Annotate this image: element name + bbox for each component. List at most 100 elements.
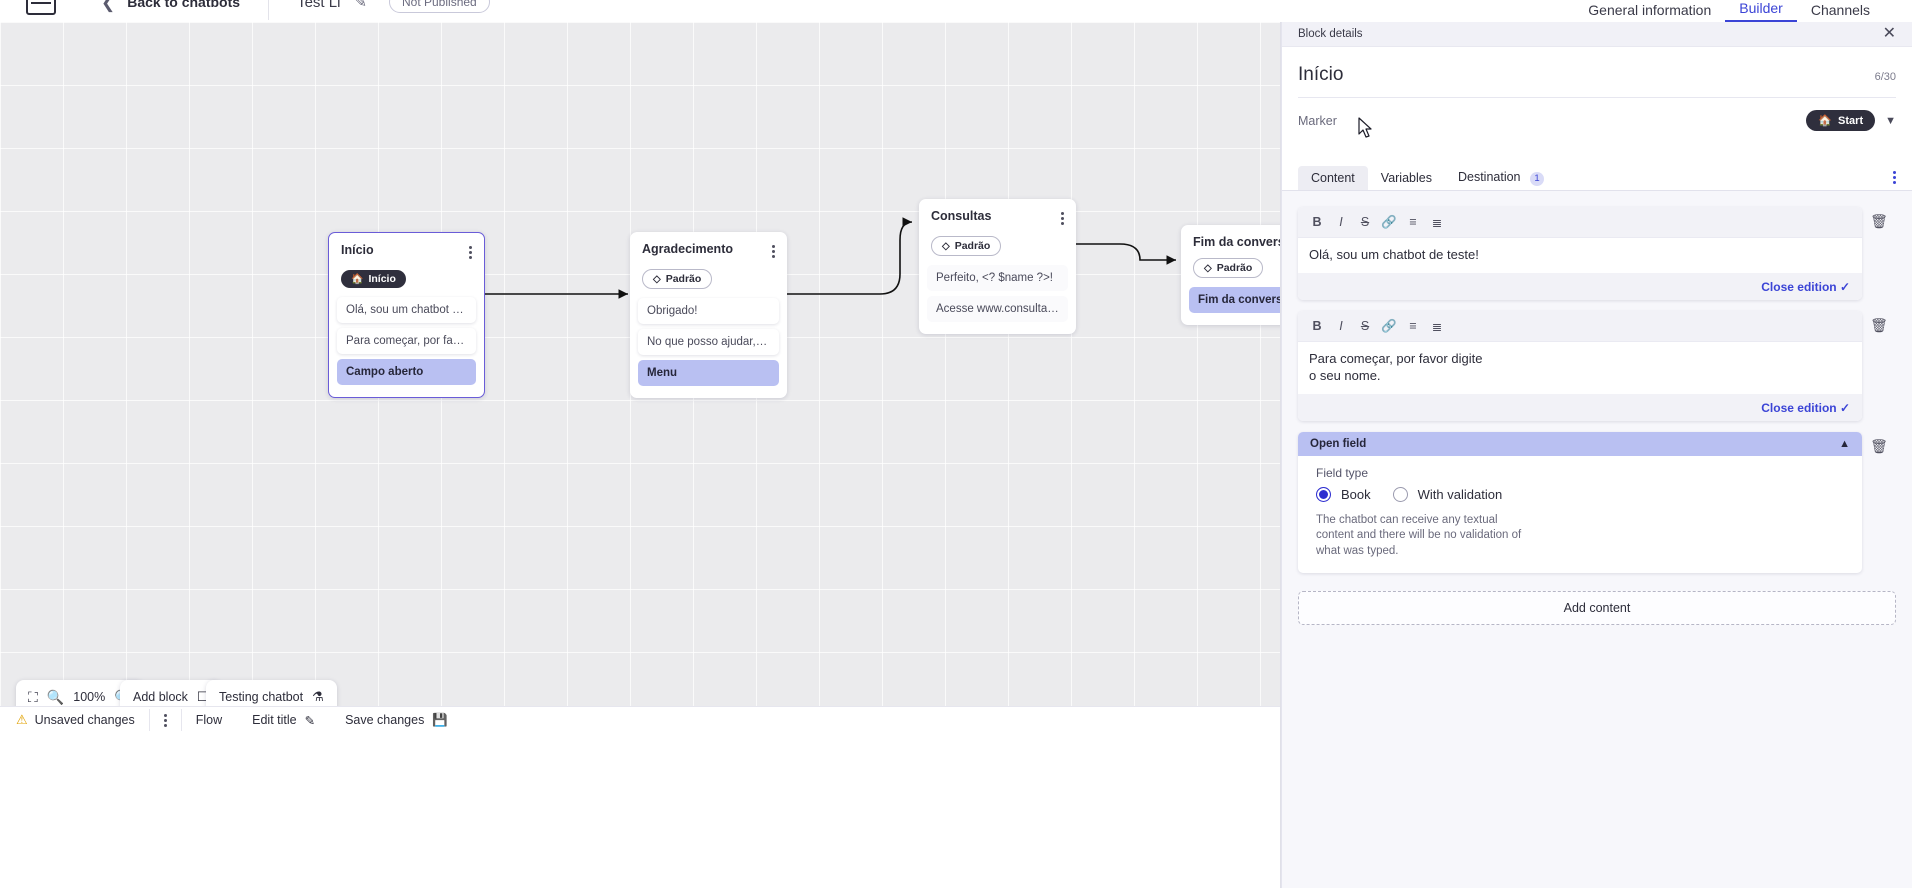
add-block-button[interactable]: Add block ☐ — [120, 680, 222, 706]
block-title: Fim da conversa — [1193, 235, 1281, 249]
add-content-label: Add content — [1563, 601, 1631, 616]
radio-with-validation-label: With validation — [1417, 486, 1503, 502]
pencil-icon[interactable]: ✎ — [304, 713, 316, 728]
top-bar: ❮ Back to chatbots Test Li ✎ Not Publish… — [0, 0, 1912, 22]
zoom-out-icon[interactable]: 🔍 — [46, 688, 65, 705]
block-tag-label: Início — [368, 273, 396, 285]
field-type-radio-group: Book With validation — [1316, 486, 1850, 502]
block-row[interactable]: Para começar, por favor digite o ... — [337, 328, 476, 354]
footer-save-changes-item[interactable]: Save changes 💾 — [345, 713, 448, 728]
add-block-icon: ☐ — [196, 689, 209, 704]
panel-tabs: Content Variables Destination 1 — [1282, 165, 1912, 191]
close-edition-link[interactable]: Close edition ✓ — [1761, 280, 1850, 295]
numbered-list-icon[interactable]: ≣ — [1431, 215, 1443, 230]
content-card: B I S 🔗 ≡ ≣ Para começar, por favor digi… — [1298, 311, 1896, 421]
block-menu-icon[interactable] — [772, 242, 775, 260]
more-vertical-icon[interactable] — [1893, 169, 1896, 186]
block-menu-icon[interactable] — [1061, 209, 1064, 227]
flow-block-consultas[interactable]: Consultas ◇ Padrão Perfeito, <? $name ?>… — [919, 199, 1076, 334]
block-header: Início — [329, 243, 484, 261]
more-vertical-icon[interactable] — [163, 712, 167, 729]
tab-variables-label: Variables — [1380, 170, 1432, 185]
italic-icon[interactable]: I — [1339, 319, 1343, 334]
block-row[interactable]: Fim da conversa — [1189, 287, 1281, 313]
flask-icon: ⚗ — [312, 689, 324, 704]
bullet-list-icon[interactable]: ≡ — [1409, 215, 1417, 229]
panel-header-label: Block details — [1298, 28, 1363, 40]
tag-icon: ◇ — [653, 273, 661, 285]
editor-text[interactable]: Olá, sou um chatbot de teste! — [1309, 247, 1479, 262]
link-icon[interactable]: 🔗 — [1381, 214, 1397, 229]
block-row[interactable]: No que posso ajudar, <? $name ... — [638, 329, 779, 355]
open-field-header[interactable]: Open field ▲ — [1298, 431, 1862, 456]
editor-footer: Close edition ✓ — [1298, 393, 1862, 421]
close-edition-link[interactable]: Close edition ✓ — [1761, 400, 1850, 415]
tab-variables[interactable]: Variables — [1368, 166, 1445, 190]
chevron-up-icon[interactable]: ▲ — [1839, 437, 1850, 450]
tab-content-label: Content — [1311, 170, 1355, 185]
trash-icon[interactable]: 🗑 — [1870, 437, 1888, 454]
block-title: Agradecimento — [642, 242, 733, 256]
close-icon[interactable]: ✕ — [1882, 25, 1896, 42]
block-tag-badge: ◇ Padrão — [931, 236, 1002, 256]
save-changes-label: Save changes — [345, 713, 425, 727]
open-field-description: The chatbot can receive any textual cont… — [1316, 513, 1522, 557]
block-row[interactable]: Obrigado! — [638, 298, 779, 324]
panel-content-scroll[interactable]: B I S 🔗 ≡ ≣ Olá, sou um chatbot de teste… — [1282, 191, 1912, 888]
bullet-list-icon[interactable]: ≡ — [1409, 319, 1417, 334]
editor-toolbar: B I S 🔗 ≡ ≣ — [1298, 311, 1862, 343]
flow-canvas[interactable]: Início 🏠 Início Olá, sou um chatbot de t… — [0, 22, 1281, 706]
open-field-card: Open field ▲ Field type Book With valida… — [1298, 431, 1896, 574]
flow-block-agradecimento[interactable]: Agradecimento ◇ Padrão Obrigado! No que … — [630, 232, 787, 398]
radio-book[interactable] — [1316, 486, 1331, 502]
back-to-chatbots-link[interactable]: Back to chatbots — [127, 0, 241, 10]
block-row[interactable]: Menu — [638, 360, 779, 386]
marker-value-pill[interactable]: 🏠 Start — [1806, 110, 1876, 131]
strikethrough-icon[interactable]: S — [1360, 319, 1370, 334]
unsaved-changes-status: ⚠ Unsaved changes — [16, 712, 135, 728]
strikethrough-icon[interactable]: S — [1360, 215, 1370, 229]
tab-builder[interactable]: Builder — [1725, 0, 1797, 22]
footer-flow-item[interactable]: Flow — [196, 713, 222, 727]
bold-icon[interactable]: B — [1312, 215, 1322, 229]
numbered-list-icon[interactable]: ≣ — [1431, 319, 1443, 334]
radio-with-validation[interactable] — [1392, 486, 1408, 502]
footer-edit-title-item[interactable]: Edit title ✎ — [252, 713, 315, 728]
block-row[interactable]: Acesse www.consultas.com par... — [927, 296, 1068, 322]
tag-icon: ◇ — [942, 240, 950, 252]
trash-icon[interactable]: 🗑 — [1870, 213, 1888, 229]
block-tag-badge: ◇ Padrão — [1193, 258, 1264, 278]
block-row-list: Perfeito, <? $name ?>! Acesse www.consul… — [919, 265, 1076, 322]
save-icon[interactable]: 💾 — [432, 712, 448, 727]
fit-screen-icon[interactable]: ⛶ — [28, 688, 38, 705]
italic-icon[interactable]: I — [1339, 215, 1343, 229]
open-field-title: Open field — [1310, 437, 1367, 450]
rich-text-editor[interactable]: B I S 🔗 ≡ ≣ Para começar, por favor digi… — [1298, 311, 1862, 421]
tab-destination[interactable]: Destination 1 — [1445, 165, 1557, 191]
testing-chatbot-button[interactable]: Testing chatbot ⚗ — [206, 680, 337, 706]
app-logo-icon — [26, 0, 56, 15]
bold-icon[interactable]: B — [1312, 319, 1322, 334]
flow-block-fim-da-conversa[interactable]: Fim da conversa ◇ Padrão Fim da conversa — [1181, 225, 1281, 325]
block-menu-icon[interactable] — [469, 243, 472, 261]
rich-text-editor[interactable]: B I S 🔗 ≡ ≣ Olá, sou um chatbot de teste… — [1298, 207, 1862, 301]
editor-text[interactable]: Para começar, por favor digite o seu nom… — [1309, 351, 1483, 383]
page-title: Início — [1298, 64, 1344, 85]
add-content-button[interactable]: Add content — [1298, 591, 1896, 626]
block-row[interactable]: Olá, sou um chatbot de teste! — [337, 297, 476, 323]
tab-channels[interactable]: Channels — [1810, 2, 1870, 18]
block-row[interactable]: Perfeito, <? $name ?>! — [927, 265, 1068, 291]
marker-label: Marker — [1298, 113, 1337, 128]
chevron-down-icon[interactable]: ▼ — [1885, 114, 1896, 127]
chevron-left-icon[interactable]: ❮ — [101, 0, 116, 12]
tab-general-information[interactable]: General information — [1588, 2, 1712, 18]
trash-icon[interactable]: 🗑 — [1870, 317, 1888, 334]
tab-content[interactable]: Content — [1298, 165, 1368, 190]
flow-block-inicio[interactable]: Início 🏠 Início Olá, sou um chatbot de t… — [328, 232, 485, 398]
pencil-icon[interactable]: ✎ — [354, 0, 367, 11]
block-row[interactable]: Campo aberto — [337, 359, 476, 385]
home-icon: 🏠 — [1818, 115, 1833, 127]
editor-toolbar: B I S 🔗 ≡ ≣ — [1298, 207, 1862, 238]
add-block-label: Add block — [133, 690, 188, 704]
link-icon[interactable]: 🔗 — [1381, 318, 1397, 333]
